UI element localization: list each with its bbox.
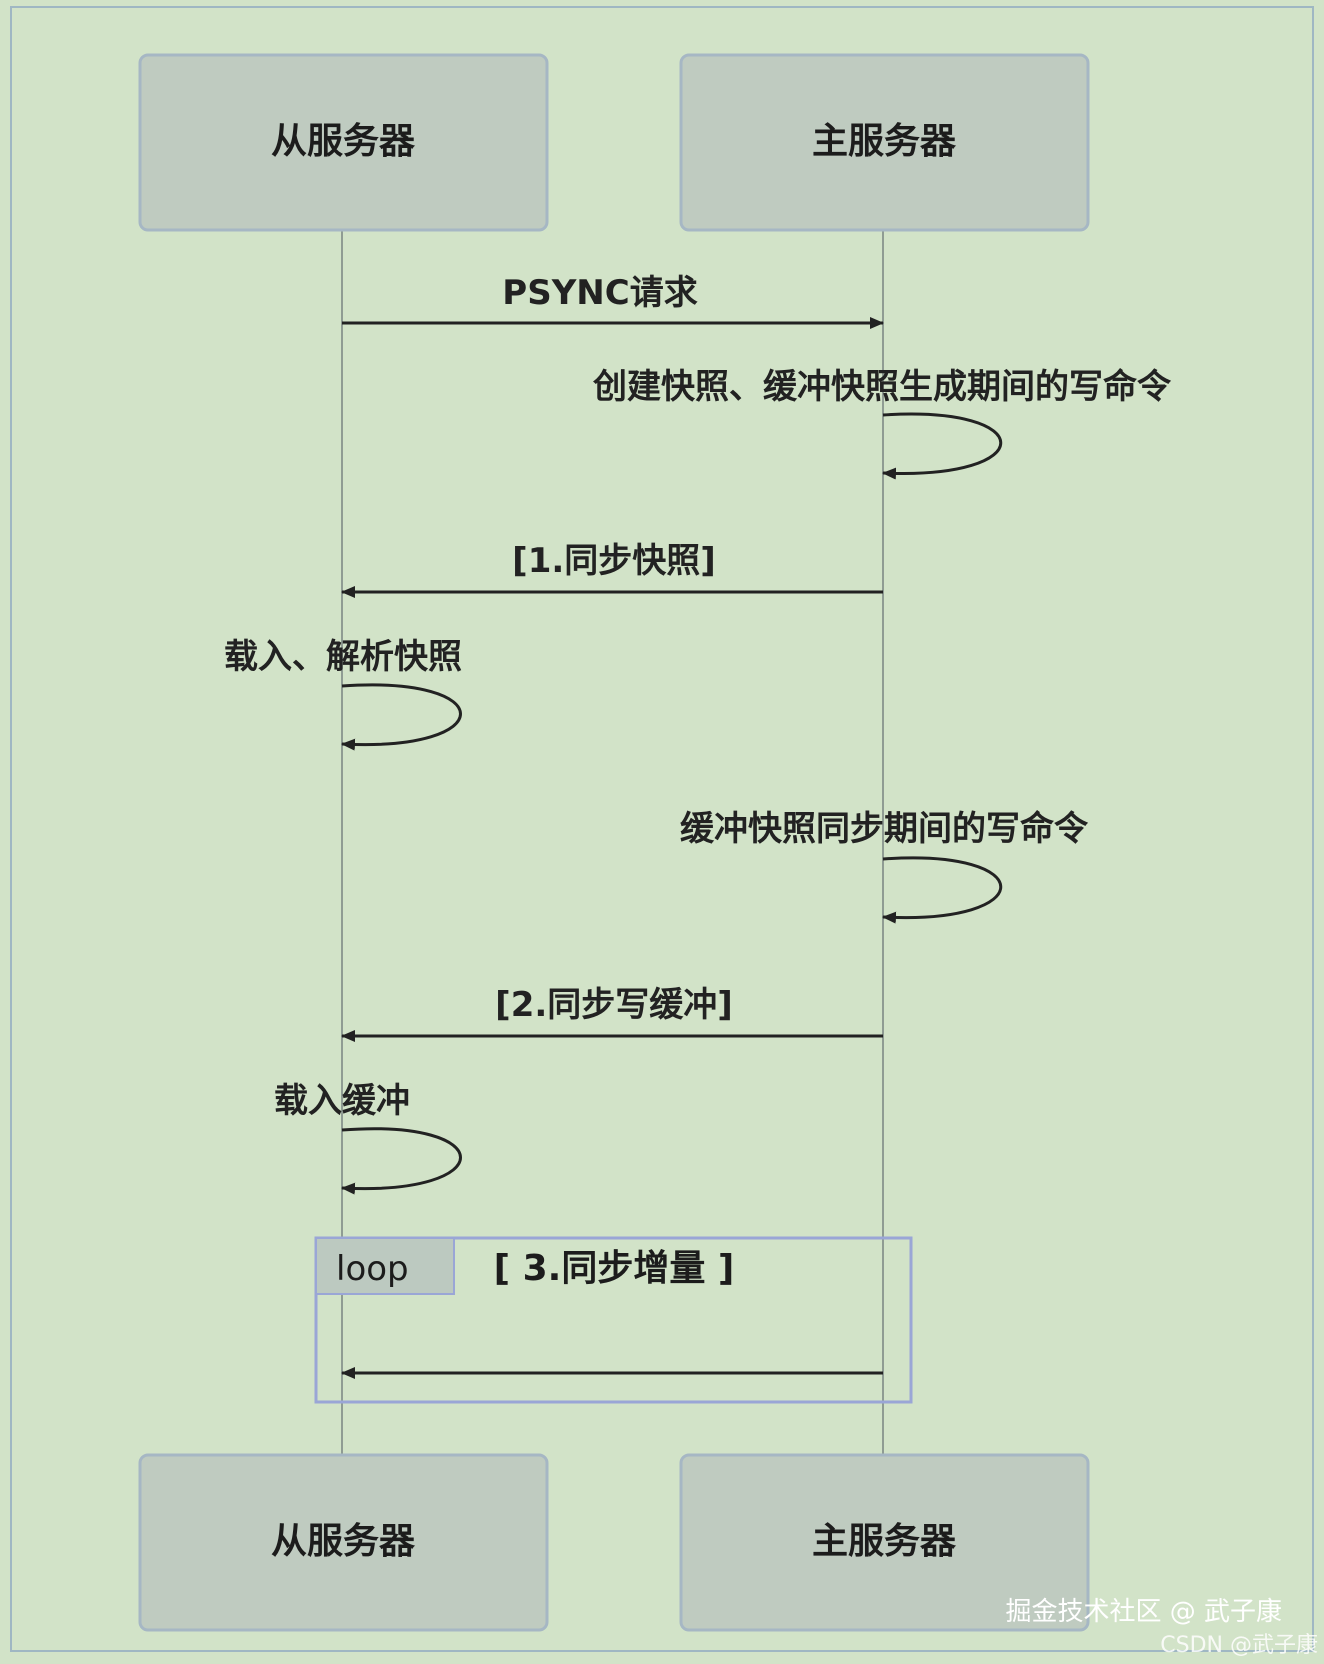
sync-snapshot-label: [1.同步快照] [512, 541, 716, 581]
participant-slave-bottom-label: 从服务器 [271, 1521, 416, 1562]
slave-self-1-arrow [341, 683, 462, 751]
watermark-csdn: CSDN @武子康 [1160, 1633, 1318, 1658]
participant-master-bottom-label: 主服务器 [812, 1521, 957, 1562]
sync-buffer-label: [2.同步写缓冲] [495, 985, 733, 1025]
watermark-juejin: 掘金技术社区 @ 武子康 [1005, 1597, 1282, 1627]
participant-slave-top: 从服务器 [138, 53, 549, 232]
participant-slave-bottom: 从服务器 [138, 1453, 549, 1632]
participant-slave-top-label: 从服务器 [271, 121, 416, 162]
loop-tag: loop [336, 1249, 409, 1289]
participant-master-top-label: 主服务器 [812, 121, 957, 162]
master-self-2-label: 缓冲快照同步期间的写命令 [680, 809, 1089, 849]
slave-self-2-label: 载入缓冲 [274, 1081, 410, 1121]
loop-condition: [ 3.同步增量 ] [494, 1248, 735, 1289]
diagram-frame [10, 6, 1314, 1652]
loop-frame: loop [ 3.同步增量 ] [314, 1236, 913, 1404]
participant-master-top: 主服务器 [679, 53, 1090, 232]
psync-label: PSYNC请求 [502, 273, 697, 313]
master-self-2-arrow [882, 856, 1003, 924]
participant-master-bottom: 主服务器 [679, 1453, 1090, 1632]
master-self-1-arrow [882, 412, 1003, 480]
slave-self-2-arrow [341, 1127, 462, 1195]
slave-self-1-label: 载入、解析快照 [224, 637, 462, 677]
master-self-1-label: 创建快照、缓冲快照生成期间的写命令 [592, 367, 1172, 407]
